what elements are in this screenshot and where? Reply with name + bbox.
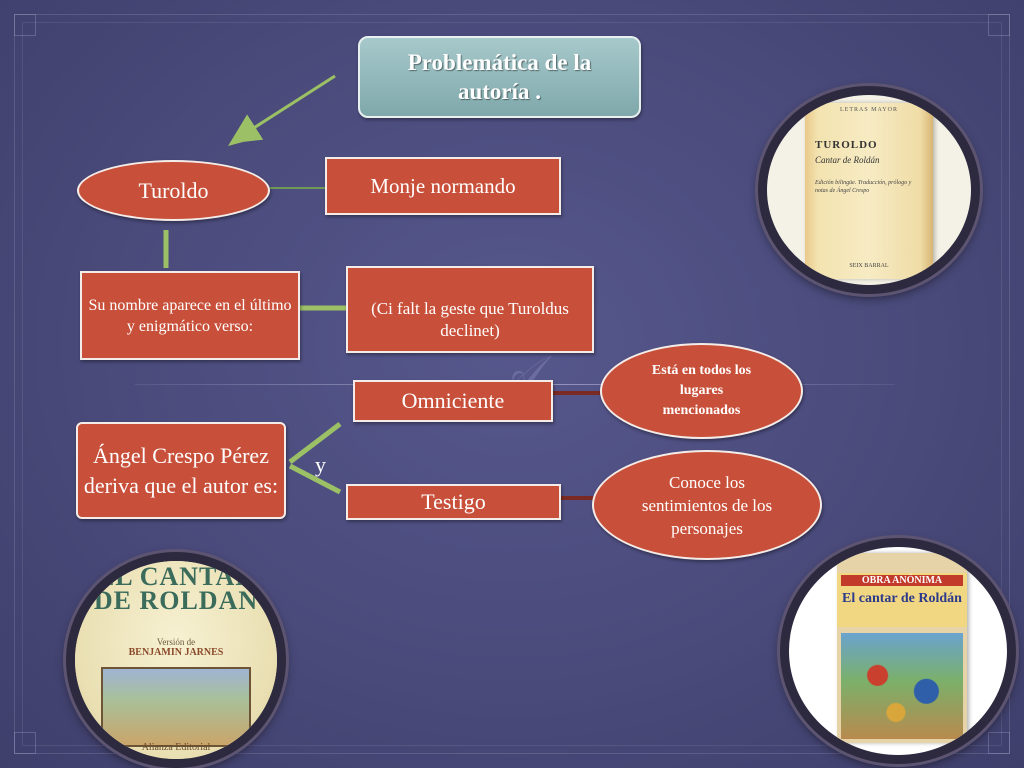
- omniciente-node: Omniciente: [353, 380, 553, 422]
- corner-ornament: [14, 14, 36, 36]
- monje-label: Monje normando: [370, 173, 516, 198]
- title-text: Problemática de la autoría .: [407, 50, 592, 104]
- conjunction-label: y: [315, 452, 326, 477]
- testigo-label: Testigo: [421, 489, 486, 514]
- corner-ornament: [988, 14, 1010, 36]
- book-cover: EL CANTAR DE ROLDAN Versión de BENJAMIN …: [75, 561, 277, 759]
- omniciente-label: Omniciente: [401, 388, 505, 413]
- conoce-node: Conoce los sentimientos de los personaje…: [592, 450, 822, 560]
- book-notes: Edición bilingüe. Traducción, prólogo y …: [815, 180, 912, 194]
- verso-label: (Ci falt la geste que Turoldus declinet): [371, 299, 569, 340]
- book-series: LETRAS MAYOR: [840, 107, 898, 113]
- verso-node: (Ci falt la geste que Turoldus declinet): [346, 266, 594, 353]
- esta-label: Está en todos los lugares mencionados: [651, 363, 752, 418]
- testigo-node: Testigo: [346, 484, 561, 520]
- connector-angel-testigo: [288, 463, 342, 495]
- book-illustration: [841, 633, 963, 739]
- book-cover: LETRAS MAYOR TUROLDO Cantar de Roldán Ed…: [805, 103, 933, 279]
- book-publisher: SEIX BARRAL: [849, 263, 889, 269]
- connector-angel-omni: [288, 422, 342, 464]
- book-image-roldan-jarnes: EL CANTAR DE ROLDAN Versión de BENJAMIN …: [66, 552, 286, 768]
- title-box: Problemática de la autoría .: [358, 36, 641, 118]
- turoldo-node: Turoldo: [77, 160, 270, 221]
- book-title: EL CANTAR DE ROLDAN: [93, 562, 259, 615]
- corner-ornament: [14, 732, 36, 754]
- book-publisher: Alianza Editorial: [141, 742, 211, 753]
- book-author: TUROLDO: [815, 139, 878, 151]
- book-version: Versión de: [156, 637, 196, 647]
- corner-ornament: [988, 732, 1010, 754]
- angel-crespo-label: Ángel Crespo Pérez deriva que el autor e…: [83, 442, 279, 498]
- book-image-turoldo: LETRAS MAYOR TUROLDO Cantar de Roldán Ed…: [758, 86, 980, 294]
- nombre-label: Su nombre aparece en el último y enigmát…: [88, 296, 292, 335]
- esta-node: Está en todos los lugares mencionados: [600, 343, 803, 439]
- book-cover: OBRA ANÓNIMA El cantar de Roldán: [837, 553, 967, 743]
- book-banner: OBRA ANÓNIMA: [841, 575, 963, 586]
- book-title: El cantar de Roldán: [842, 591, 962, 606]
- conoce-label: Conoce los sentimientos de los personaje…: [641, 472, 773, 538]
- arrow-title-to-turoldo: [229, 74, 336, 144]
- angel-crespo-node: Ángel Crespo Pérez deriva que el autor e…: [76, 422, 286, 519]
- monje-node: Monje normando: [325, 157, 561, 215]
- turoldo-label: Turoldo: [138, 177, 209, 203]
- book-translator: BENJAMIN JARNES: [128, 647, 224, 658]
- nombre-node: Su nombre aparece en el último y enigmát…: [80, 271, 300, 360]
- arrow-head-large: [228, 120, 258, 146]
- book-illustration: [101, 667, 251, 747]
- book-image-obra-anonima: OBRA ANÓNIMA El cantar de Roldán: [780, 538, 1016, 764]
- book-work-title: Cantar de Roldán: [815, 155, 880, 165]
